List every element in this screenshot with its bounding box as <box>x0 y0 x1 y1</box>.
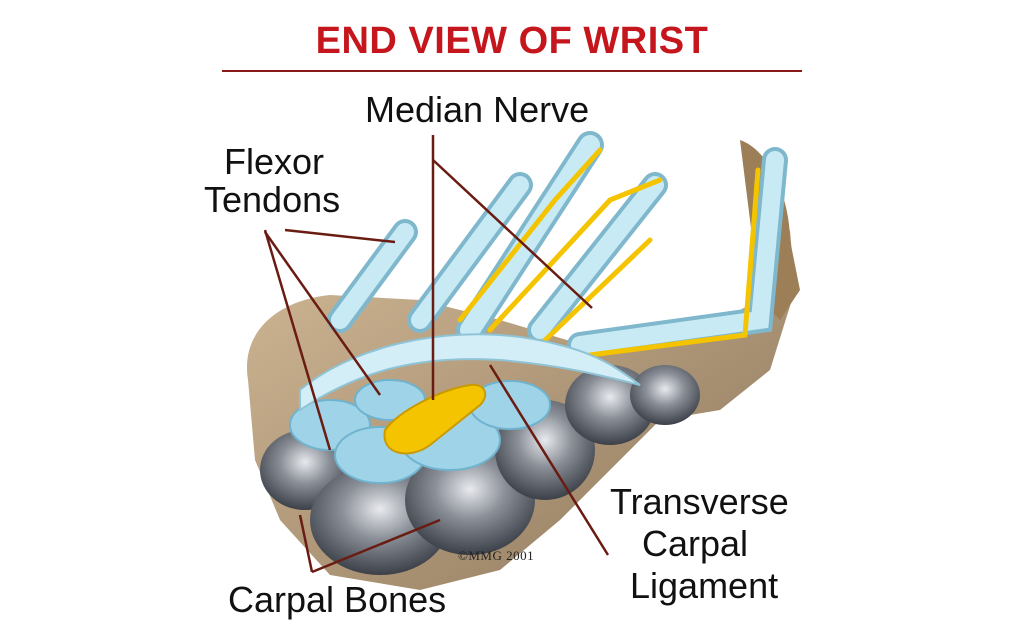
label-carpal-bones: Carpal Bones <box>228 579 447 620</box>
label-ligament-line2: Carpal <box>642 523 749 564</box>
label-ligament-line1: Transverse <box>610 481 789 522</box>
label-median-nerve: Median Nerve <box>365 89 590 130</box>
ligament-band <box>299 333 641 412</box>
copyright-notice: ©MMG 2001 <box>458 548 535 563</box>
median-nerve-shape <box>383 383 487 455</box>
diagram-title: END VIEW OF WRIST <box>315 20 709 62</box>
label-flexor-line2: Tendons <box>204 179 341 220</box>
carpal-bones <box>260 365 700 575</box>
leader-lines <box>263 135 610 574</box>
median-nerve-branches <box>457 147 761 358</box>
label-flexor-line1: Flexor <box>224 141 325 182</box>
label-ligament-line3: Ligament <box>630 565 779 606</box>
flexor-tendon-strands <box>327 131 788 358</box>
title-underline <box>222 70 802 72</box>
